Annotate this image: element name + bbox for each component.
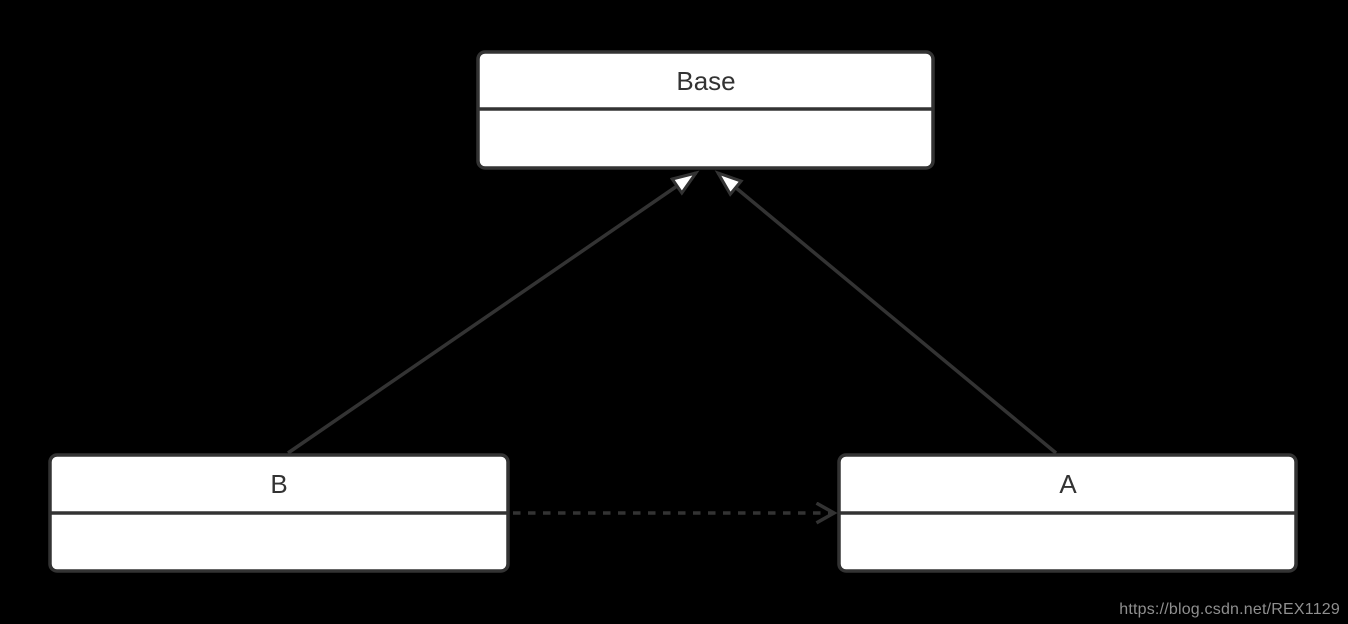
class-node-base: Base	[476, 50, 935, 170]
class-node-b-label: B	[270, 469, 287, 499]
class-node-base-label: Base	[676, 66, 735, 96]
class-node-a-label: A	[1059, 469, 1077, 499]
generalization-edge-b-to-base	[287, 173, 696, 455]
class-node-a: A	[837, 453, 1298, 573]
class-node-b: B	[48, 453, 510, 573]
watermark-url: https://blog.csdn.net/REX1129	[1119, 601, 1340, 618]
edges-layer	[287, 173, 1058, 513]
generalization-edge-a-to-base	[718, 173, 1058, 455]
